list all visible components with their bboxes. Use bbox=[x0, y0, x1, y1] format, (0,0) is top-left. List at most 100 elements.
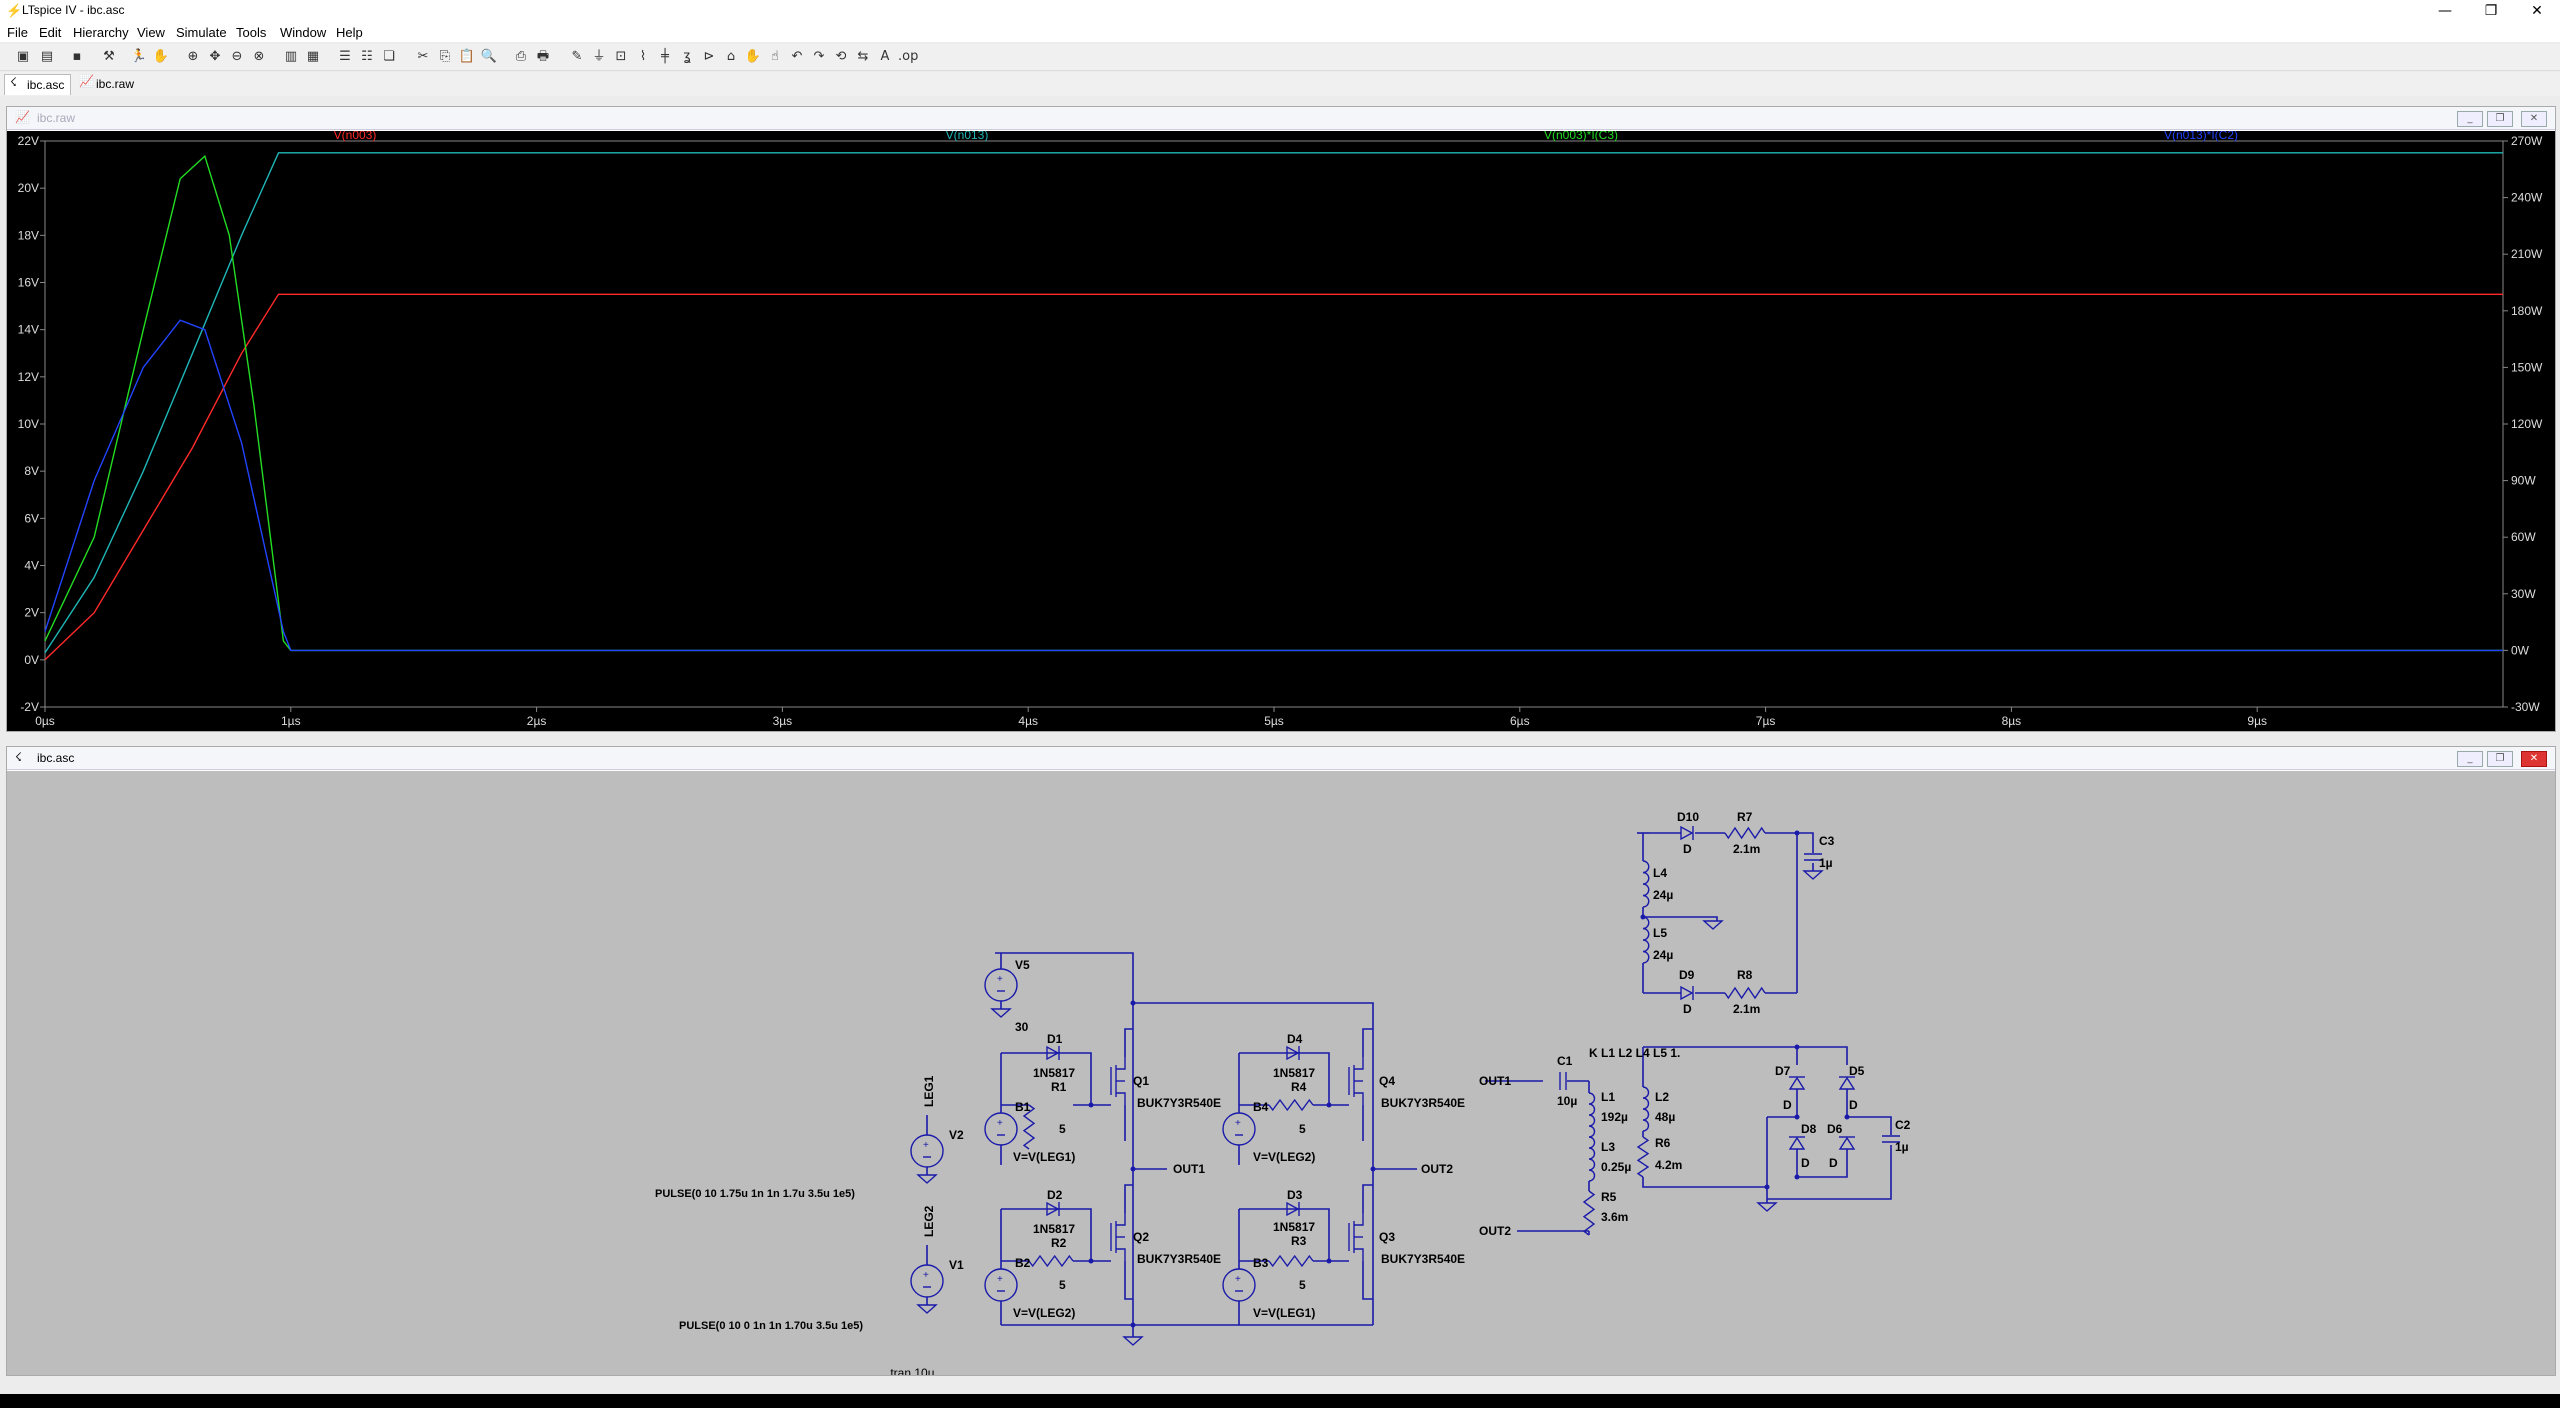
menu-view[interactable]: View bbox=[137, 25, 165, 40]
resistor-r3[interactable] bbox=[1268, 1254, 1314, 1268]
zoom-in-icon[interactable]: ⊕ bbox=[187, 49, 199, 64]
behavioral-source-b4[interactable]: + bbox=[1222, 1112, 1256, 1146]
zoom-out-icon[interactable]: ⊖ bbox=[231, 49, 243, 64]
cascade-icon[interactable]: ❏ bbox=[383, 49, 395, 64]
menu-edit[interactable]: Edit bbox=[39, 25, 62, 40]
resistor-r1[interactable] bbox=[1022, 1104, 1036, 1150]
find-icon[interactable]: 🔍 bbox=[480, 49, 498, 64]
panel-minimize-button[interactable]: _ bbox=[2457, 751, 2483, 767]
new-schematic-icon[interactable]: ▣ bbox=[16, 49, 30, 64]
menu-simulate[interactable]: Simulate bbox=[176, 25, 227, 40]
tile-horizontal-icon[interactable]: ☰ bbox=[339, 49, 351, 64]
panel-close-button[interactable]: ✕ bbox=[2521, 751, 2547, 767]
tab-ibc-raw[interactable]: 📈 ibc.raw bbox=[79, 74, 135, 91]
print-icon[interactable]: 🖶 bbox=[536, 49, 550, 64]
voltage-source-v5[interactable]: + bbox=[984, 968, 1018, 1002]
resistor-r7[interactable] bbox=[1724, 826, 1766, 840]
maximize-button[interactable]: ❐ bbox=[2484, 3, 2498, 19]
resistor-r2[interactable] bbox=[1028, 1254, 1074, 1268]
inductor-l2[interactable] bbox=[1642, 1086, 1650, 1132]
resistor-icon[interactable]: ⌇ bbox=[639, 49, 647, 64]
inductor-l3[interactable] bbox=[1588, 1136, 1596, 1182]
capacitor-c3[interactable] bbox=[1804, 853, 1822, 861]
cut-icon[interactable]: ✂ bbox=[417, 49, 429, 64]
minimize-button[interactable]: — bbox=[2438, 3, 2452, 19]
behavioral-source-b1[interactable]: + bbox=[984, 1112, 1018, 1146]
diode-d6[interactable] bbox=[1838, 1136, 1856, 1150]
save-icon[interactable]: ▪ bbox=[72, 49, 82, 64]
mirror-icon[interactable]: ⇆ bbox=[857, 49, 869, 64]
pulse-source-v1[interactable]: + bbox=[910, 1264, 944, 1298]
diode-d3[interactable] bbox=[1286, 1201, 1300, 1217]
inductor-l5[interactable] bbox=[1642, 916, 1650, 964]
menu-file[interactable]: File bbox=[7, 25, 28, 40]
schematic-canvas[interactable]: +++++++ V530D11N5817R15Q1BUK7Y3R540EB1V=… bbox=[7, 771, 2555, 1375]
menu-window[interactable]: Window bbox=[280, 25, 327, 40]
diode-d7[interactable] bbox=[1788, 1076, 1806, 1090]
mosfet-q3[interactable] bbox=[1348, 1213, 1364, 1261]
diode-d8[interactable] bbox=[1788, 1136, 1806, 1150]
tab-ibc-asc[interactable]: ☇ ibc.asc bbox=[4, 74, 72, 95]
spice-directive-text-icon[interactable]: A bbox=[880, 49, 890, 64]
diode-d1[interactable] bbox=[1046, 1045, 1060, 1061]
autorange-y-icon[interactable]: ▦ bbox=[306, 49, 320, 64]
move-icon[interactable]: ✋ bbox=[744, 49, 762, 64]
label-l5: L5 bbox=[1653, 926, 1667, 940]
panel-restore-button[interactable]: ❐ bbox=[2487, 751, 2513, 767]
zoom-fit-icon[interactable]: ⊗ bbox=[253, 49, 265, 64]
spice-directive-op-icon[interactable]: .op bbox=[898, 49, 919, 64]
wire-icon[interactable]: ✎ bbox=[571, 49, 583, 64]
tile-vertical-icon[interactable]: ☷ bbox=[361, 49, 373, 64]
panel-restore-button[interactable]: ❐ bbox=[2487, 111, 2513, 127]
copy-icon[interactable]: ⎘ bbox=[439, 49, 451, 64]
paste-icon[interactable]: 📋 bbox=[458, 49, 476, 64]
rotate-icon[interactable]: ⟲ bbox=[835, 49, 847, 64]
resistor-r8[interactable] bbox=[1724, 986, 1766, 1000]
behavioral-source-b2[interactable]: + bbox=[984, 1268, 1018, 1302]
behavioral-source-b3[interactable]: + bbox=[1222, 1268, 1256, 1302]
waveform-plot[interactable]: 22V20V18V16V14V12V10V8V6V4V2V0V-2V270W24… bbox=[7, 131, 2555, 731]
diode-d5[interactable] bbox=[1838, 1076, 1856, 1090]
menu-help[interactable]: Help bbox=[336, 25, 363, 40]
open-icon[interactable]: ▤ bbox=[40, 49, 54, 64]
menu-hierarchy[interactable]: Hierarchy bbox=[73, 25, 129, 40]
trace-label[interactable]: V(n013) bbox=[946, 131, 989, 142]
capacitor-icon[interactable]: ╪ bbox=[661, 49, 669, 64]
capacitor-c1[interactable] bbox=[1559, 1072, 1567, 1090]
drag-icon[interactable]: ☝ bbox=[771, 49, 779, 64]
diode-d9[interactable] bbox=[1680, 985, 1694, 1001]
trace-label[interactable]: V(n003) bbox=[334, 131, 377, 142]
diode-d2[interactable] bbox=[1046, 1201, 1060, 1217]
label-net-icon[interactable]: ⊡ bbox=[615, 49, 627, 64]
mosfet-q1[interactable] bbox=[1110, 1057, 1126, 1105]
panel-close-button[interactable]: ✕ bbox=[2521, 111, 2547, 127]
panel-minimize-button[interactable]: _ bbox=[2457, 111, 2483, 127]
menu-tools[interactable]: Tools bbox=[236, 25, 267, 40]
control-panel-icon[interactable]: ⚒ bbox=[103, 49, 115, 64]
diode-d4[interactable] bbox=[1286, 1045, 1300, 1061]
diode-d10[interactable] bbox=[1680, 825, 1694, 841]
ground-icon[interactable]: ⏚ bbox=[592, 49, 606, 64]
print-preview-icon[interactable]: ⎙ bbox=[515, 49, 527, 64]
resistor-r4[interactable] bbox=[1268, 1098, 1314, 1112]
inductor-l1[interactable] bbox=[1588, 1092, 1596, 1138]
trace-label[interactable]: V(n013)*I(C2) bbox=[2164, 131, 2238, 142]
autorange-icon[interactable]: ▥ bbox=[284, 49, 298, 64]
redo-icon[interactable]: ↷ bbox=[813, 49, 825, 64]
trace-label[interactable]: V(n003)*I(C3) bbox=[1544, 131, 1618, 142]
diode-icon[interactable]: ⊳ bbox=[703, 49, 715, 64]
resistor-r5[interactable] bbox=[1582, 1190, 1596, 1236]
resistor-r6[interactable] bbox=[1636, 1136, 1650, 1178]
close-button[interactable]: ✕ bbox=[2531, 3, 2543, 19]
inductor-icon[interactable]: ʓ bbox=[683, 49, 691, 64]
undo-icon[interactable]: ↶ bbox=[791, 49, 803, 64]
capacitor-c2[interactable] bbox=[1882, 1135, 1900, 1143]
inductor-l4[interactable] bbox=[1642, 860, 1650, 908]
pan-icon[interactable]: ✥ bbox=[209, 49, 221, 64]
halt-icon[interactable]: ✋ bbox=[152, 49, 170, 64]
mosfet-q2[interactable] bbox=[1110, 1213, 1126, 1261]
component-icon[interactable]: ⌂ bbox=[726, 49, 736, 64]
pulse-source-v2[interactable]: + bbox=[910, 1134, 944, 1168]
run-icon[interactable]: 🏃 bbox=[130, 49, 148, 64]
mosfet-q4[interactable] bbox=[1348, 1057, 1364, 1105]
